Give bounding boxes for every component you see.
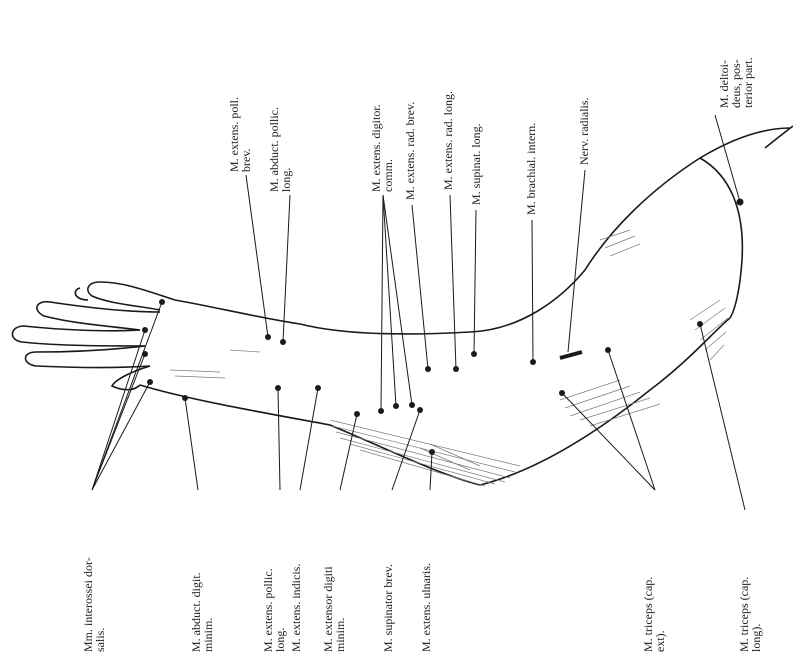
label-triceps-cap-long: M. triceps (cap. long).: [738, 577, 762, 652]
label-abduct-digit-minim: M. abduct. digit. minim.: [190, 572, 214, 652]
label-extensor-digiti-minim: M. extensor digiti minim.: [322, 566, 346, 652]
label-supinat-long: M. supinat. long.: [470, 123, 482, 205]
label-triceps-cap-ext: M. triceps (cap. ext).: [642, 577, 666, 652]
shading-hatch: [170, 230, 728, 486]
nerve-marker: [560, 352, 582, 358]
label-deltoideus: M. deltoi- deus, pos- terior part.: [718, 57, 754, 108]
label-extens-indicis: M. extens. indicis.: [290, 564, 302, 652]
leader-lines: [92, 115, 745, 510]
label-extens-ulnaris: M. extens. ulnaris.: [420, 563, 432, 652]
label-brachial-intern: M. brachial. intern.: [525, 123, 537, 215]
muscle-point-markers: [142, 199, 744, 456]
label-extens-digitor-comm: M. extens. digitor. comm.: [370, 104, 394, 192]
label-extens-pollic-long: M. extens. pollic. long.: [262, 568, 286, 652]
label-interossei-dorsalis: Mm. interossei dor- salis.: [82, 557, 106, 652]
label-extens-rad-brev: M. extens. rad. brev.: [404, 102, 416, 200]
label-supinator-brev: M. supinator brev.: [382, 564, 394, 652]
label-nerv-radialis: Nerv. radialis.: [578, 97, 590, 165]
label-extens-poll-brev: M. extens. poll. brev.: [228, 97, 252, 172]
label-extens-rad-long: M. extens. rad. long.: [442, 91, 454, 190]
label-abduct-pollic-long: M. abduct. pollic. long.: [268, 107, 292, 192]
